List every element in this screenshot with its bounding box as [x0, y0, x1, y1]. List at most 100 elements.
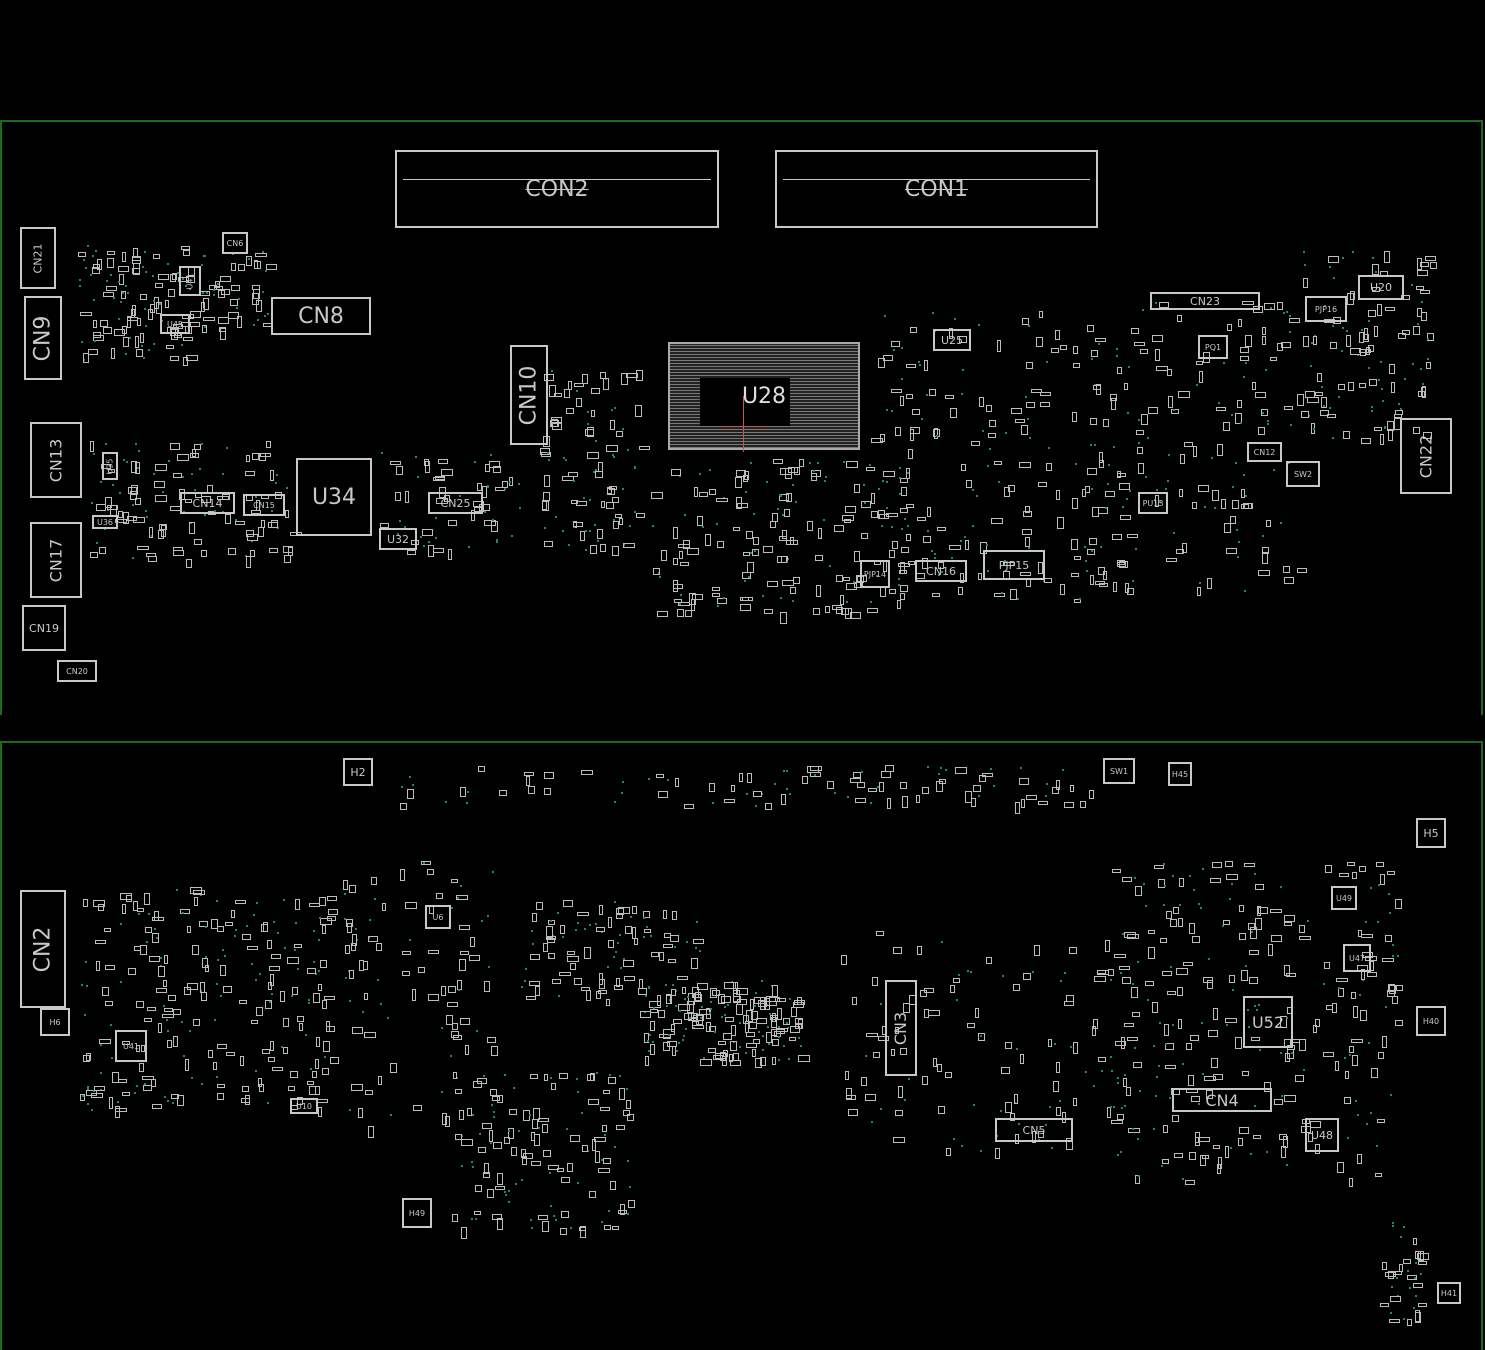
smd-pad: [1352, 1055, 1359, 1067]
via: [1368, 320, 1371, 323]
chip-pu13[interactable]: PU13: [1138, 492, 1168, 514]
smd-pad: [1070, 572, 1079, 577]
pad-pjp14[interactable]: PJP14: [860, 560, 890, 588]
via: [519, 506, 522, 509]
label: U41: [122, 1041, 140, 1051]
chip-u52[interactable]: U52: [1243, 996, 1293, 1048]
smd-pad: [955, 766, 968, 774]
smd-pad: [1094, 337, 1106, 342]
chip-u47[interactable]: U47: [1343, 944, 1371, 972]
smd-pad: [971, 797, 977, 807]
chip-u28-cpu[interactable]: U28: [668, 342, 860, 452]
via: [319, 916, 322, 919]
connector-cn21[interactable]: CN21: [20, 227, 56, 289]
chip-u36[interactable]: U36: [92, 515, 118, 529]
connector-cn16[interactable]: CN16: [915, 560, 967, 582]
connector-cn2[interactable]: CN2: [20, 890, 66, 1008]
smd-pad: [226, 1051, 236, 1056]
connector-cn20[interactable]: CN20: [57, 660, 97, 682]
chip-u10[interactable]: U10: [290, 1098, 318, 1114]
chip-u32[interactable]: U32: [379, 528, 417, 550]
connector-cn4[interactable]: CN4: [1172, 1088, 1272, 1112]
smd-pad: [290, 1071, 299, 1079]
smd-pad: [390, 1062, 398, 1073]
smd-pad: [1126, 533, 1138, 538]
smd-pad: [687, 1013, 698, 1020]
board-top-side[interactable]: [0, 120, 1483, 715]
mount-hole-h40[interactable]: H40: [1416, 1006, 1446, 1036]
smd-pad: [1050, 347, 1059, 353]
smd-pad: [1229, 974, 1236, 983]
connector-con2[interactable]: CON2: [395, 150, 719, 228]
connector-cn9[interactable]: CN9: [24, 296, 62, 380]
via: [575, 928, 578, 931]
connector-cn13[interactable]: CN13: [30, 422, 82, 498]
via: [200, 443, 203, 446]
pad-pjp16[interactable]: PJP16: [1305, 296, 1347, 322]
mount-hole-h49[interactable]: H49: [402, 1198, 432, 1228]
chip-u35[interactable]: U35: [102, 452, 118, 480]
pad-pjp15[interactable]: PJP15: [983, 550, 1045, 580]
connector-cn23[interactable]: CN23: [1150, 292, 1260, 310]
via: [221, 473, 224, 476]
board-bottom-side[interactable]: [0, 741, 1483, 1350]
mount-hole-h2[interactable]: H2: [343, 758, 373, 786]
smd-pad: [1299, 1039, 1307, 1052]
smd-pad: [1249, 950, 1260, 956]
connector-cn3[interactable]: CN3: [885, 980, 917, 1076]
via: [1419, 1272, 1422, 1275]
connector-cn8[interactable]: CN8: [271, 297, 371, 335]
smd-pad: [611, 546, 619, 557]
connector-cn15[interactable]: CN15: [243, 494, 285, 516]
mount-hole-h45[interactable]: H45: [1168, 762, 1192, 786]
smd-pad: [456, 979, 462, 990]
connector-cn14[interactable]: CN14: [180, 492, 235, 514]
via: [597, 539, 600, 542]
chip-u49[interactable]: U49: [1331, 886, 1357, 910]
smd-pad: [459, 787, 466, 798]
connector-con1[interactable]: CON1: [775, 150, 1098, 228]
smd-pad: [598, 904, 603, 915]
via: [163, 1095, 166, 1098]
smd-pad: [1007, 484, 1015, 492]
via: [688, 1017, 691, 1019]
via: [1137, 1175, 1140, 1178]
chip-u45[interactable]: U45: [160, 314, 190, 334]
smd-pad: [673, 583, 684, 589]
via: [180, 344, 183, 347]
via: [1099, 545, 1102, 548]
connector-cn22[interactable]: CN22: [1400, 418, 1452, 494]
switch-sw1[interactable]: SW1: [1103, 758, 1135, 784]
switch-sw2[interactable]: SW2: [1286, 461, 1320, 487]
chip-u41-top[interactable]: U41: [179, 266, 201, 296]
smd-pad: [899, 562, 905, 575]
chip-u25[interactable]: U25: [933, 329, 971, 351]
connector-cn25[interactable]: CN25: [428, 492, 483, 514]
via: [977, 323, 980, 326]
smd-pad: [1117, 562, 1127, 568]
connector-cn19[interactable]: CN19: [22, 605, 66, 651]
chip-u20[interactable]: U20: [1358, 275, 1404, 300]
chip-u34[interactable]: U34: [296, 458, 372, 536]
smd-pad: [172, 472, 182, 478]
connector-cn5[interactable]: CN5: [995, 1118, 1073, 1142]
via: [925, 393, 928, 396]
chip-u41-bottom[interactable]: U41: [115, 1030, 147, 1062]
mount-hole-h6[interactable]: H6: [40, 1008, 70, 1036]
connector-cn10[interactable]: CN10: [510, 345, 548, 445]
chip-u6[interactable]: U6: [425, 905, 451, 929]
mount-hole-h5[interactable]: H5: [1416, 818, 1446, 848]
via: [933, 553, 936, 556]
smd-pad: [156, 302, 163, 315]
mount-hole-h41[interactable]: H41: [1437, 1282, 1461, 1304]
connector-cn17[interactable]: CN17: [30, 522, 82, 598]
connector-cn12[interactable]: CN12: [1247, 442, 1282, 462]
chip-u48[interactable]: U48: [1305, 1118, 1339, 1152]
smd-pad: [451, 1023, 458, 1031]
mosfet-pq1[interactable]: PQ1: [1198, 335, 1228, 359]
smd-pad: [78, 252, 87, 258]
smd-pad: [1063, 802, 1074, 809]
connector-cn6[interactable]: CN6: [222, 232, 248, 254]
smd-pad: [854, 798, 866, 804]
smd-pad: [1234, 412, 1242, 424]
